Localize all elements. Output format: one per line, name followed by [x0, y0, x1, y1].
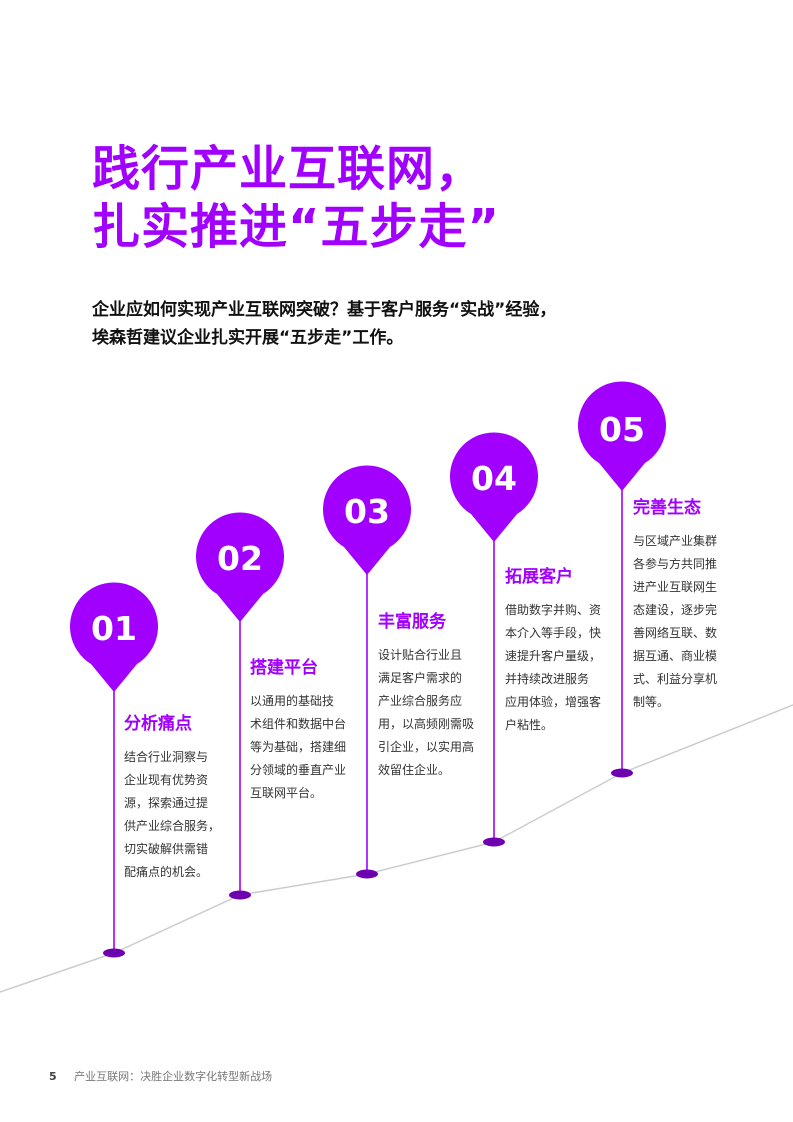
pin-number: 02 [217, 539, 263, 578]
step-line: 术组件和数据中台 [250, 717, 347, 731]
pin-number: 04 [471, 459, 517, 498]
pin-number: 05 [599, 410, 645, 449]
intro-line-2: 埃森哲建议企业扎实开展“五步走”工作。 [92, 328, 404, 348]
step-line: 企业现有优势资 [124, 773, 209, 787]
step-line: 本介入等手段，快 [505, 626, 602, 640]
pin-head [70, 582, 158, 692]
step-line: 户粘性。 [505, 718, 554, 732]
step-title: 搭建平台 [250, 658, 318, 678]
pin-number: 03 [344, 492, 390, 531]
step-line: 速提升客户量级， [505, 649, 602, 663]
step-line: 互联网平台。 [250, 786, 323, 800]
step-description: 以通用的基础技 术组件和数据中台 等为基础，搭建细 分领域的垂直产业 互联网平台… [250, 690, 346, 805]
step-description: 设计贴合行业且 满足客户需求的 产业综合服务应 用，以高频刚需吸 引企业，以实用… [378, 644, 474, 782]
pin-base [103, 948, 125, 958]
step-line: 切实破解供需错 [124, 842, 209, 856]
step-description: 结合行业洞察与 企业现有优势资 源，探索通过提 供产业综合服务， 切实破解供需错… [124, 746, 220, 884]
step-line: 进产业互联网生 [633, 580, 718, 594]
step-line: 各参与方共同推 [633, 557, 718, 571]
intro-paragraph: 企业应如何实现产业互联网突破？基于客户服务“实战”经验， 埃森哲建议企业扎实开展… [92, 296, 732, 352]
step-description: 与区域产业集群 各参与方共同推 进产业互联网生 态建设，逐步完 善网络互联、数 … [633, 530, 717, 714]
pin-base [483, 837, 505, 847]
step-line: 等为基础，搭建细 [250, 740, 347, 754]
step-title: 丰富服务 [378, 612, 446, 632]
step-line: 产业综合服务应 [378, 694, 463, 708]
title-line-1: 践行产业互联网， [92, 141, 485, 197]
step-line: 供产业综合服务， [124, 819, 221, 833]
step-line: 据互通、商业模 [633, 649, 718, 663]
step-line: 借助数字并购、资 [505, 603, 602, 617]
step-pin-03: 03 [323, 465, 412, 879]
step-line: 用，以高频刚需吸 [378, 717, 475, 731]
step-line: 制等。 [633, 695, 670, 709]
step-title: 完善生态 [633, 498, 701, 518]
pin-base [229, 890, 251, 900]
step-line: 善网络互联、数 [633, 626, 718, 640]
step-title: 分析痛点 [124, 714, 192, 734]
step-pin-04: 04 [449, 432, 538, 847]
step-line: 配痛点的机会。 [124, 865, 209, 879]
intro-line-1: 企业应如何实现产业互联网突破？基于客户服务“实战”经验， [92, 300, 557, 320]
step-line: 引企业，以实用高 [378, 740, 475, 754]
step-title: 拓展客户 [505, 567, 573, 587]
step-line: 设计贴合行业且 [378, 648, 463, 662]
step-line: 应用体验，增强客 [505, 695, 602, 709]
pin-head [196, 512, 285, 622]
page-title: 践行产业互联网， 扎实推进“五步走” [92, 140, 500, 256]
step-pin-01: 01 [70, 582, 158, 958]
step-line: 式、利益分享机 [633, 672, 718, 686]
step-line: 并持续改进服务 [505, 672, 590, 686]
pin-head [323, 465, 412, 575]
pin-head [577, 381, 666, 491]
step-line: 效留住企业。 [378, 763, 451, 777]
title-line-2: 扎实推进“五步走” [92, 199, 501, 255]
step-05: 完善生态 与区域产业集群 各参与方共同推 进产业互联网生 态建设，逐步完 善网络… [633, 496, 717, 714]
pin-base [611, 768, 633, 778]
step-line: 以通用的基础技 [250, 694, 335, 708]
step-03: 丰富服务 设计贴合行业且 满足客户需求的 产业综合服务应 用，以高频刚需吸 引企… [378, 610, 474, 782]
step-pin-02: 02 [196, 512, 285, 900]
step-line: 源，探索通过提 [124, 796, 209, 810]
step-line: 态建设，逐步完 [633, 603, 718, 617]
pin-base [356, 869, 378, 879]
step-01: 分析痛点 结合行业洞察与 企业现有优势资 源，探索通过提 供产业综合服务， 切实… [124, 712, 220, 884]
pin-head [449, 432, 538, 542]
step-line: 分领域的垂直产业 [250, 763, 347, 777]
step-02: 搭建平台 以通用的基础技 术组件和数据中台 等为基础，搭建细 分领域的垂直产业 … [250, 656, 346, 805]
step-line: 结合行业洞察与 [124, 750, 209, 764]
step-pin-05: 05 [577, 381, 666, 778]
pin-number: 01 [91, 609, 137, 648]
step-description: 借助数字并购、资 本介入等手段，快 速提升客户量级， 并持续改进服务 应用体验，… [505, 599, 601, 737]
step-04: 拓展客户 借助数字并购、资 本介入等手段，快 速提升客户量级， 并持续改进服务 … [505, 565, 601, 737]
step-line: 与区域产业集群 [633, 534, 718, 548]
page-footer: 5 产业互联网：决胜企业数字化转型新战场 [49, 1068, 272, 1084]
page-number: 5 [49, 1070, 57, 1083]
step-line: 满足客户需求的 [378, 671, 463, 685]
footer-publication-title: 产业互联网：决胜企业数字化转型新战场 [74, 1070, 273, 1083]
